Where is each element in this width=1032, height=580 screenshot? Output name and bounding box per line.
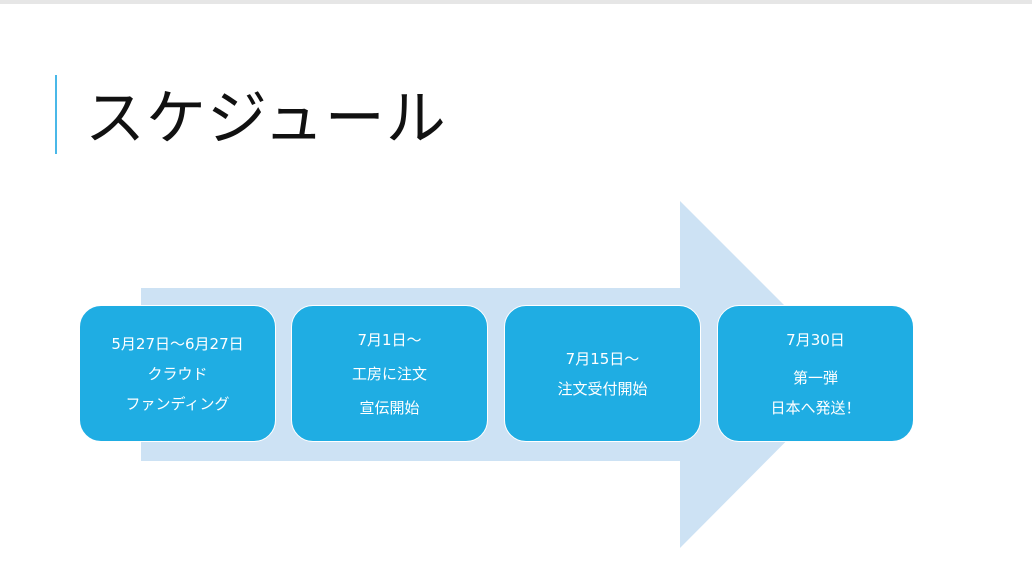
step-text: 7月1日～: [357, 330, 422, 349]
step-text: 5月27日～6月27日: [111, 334, 244, 353]
step-ship-japan[interactable]: 7月30日 第一弾 日本へ発送！: [717, 305, 914, 442]
step-text: クラウド: [147, 364, 208, 383]
step-text: 注文受付開始: [557, 379, 648, 398]
step-order-acceptance[interactable]: 7月15日～ 注文受付開始: [504, 305, 701, 442]
slide-title[interactable]: スケジュール: [85, 84, 447, 154]
step-order-workshop[interactable]: 7月1日～ 工房に注文 宣伝開始: [291, 305, 488, 442]
step-text: 第一弾: [792, 368, 838, 387]
step-text: 7月30日: [786, 330, 845, 349]
step-text: 宣伝開始: [359, 398, 420, 417]
step-crowdfunding[interactable]: 5月27日～6月27日 クラウド ファンディング: [79, 305, 276, 442]
step-text: 7月15日～: [565, 349, 640, 368]
step-text: 工房に注文: [351, 364, 427, 383]
title-accent-line: [55, 75, 57, 154]
top-bar: [0, 0, 1032, 4]
step-text: ファンディング: [125, 394, 230, 413]
arrow-shape: [141, 201, 853, 548]
step-text: 日本へ発送！: [770, 398, 861, 417]
